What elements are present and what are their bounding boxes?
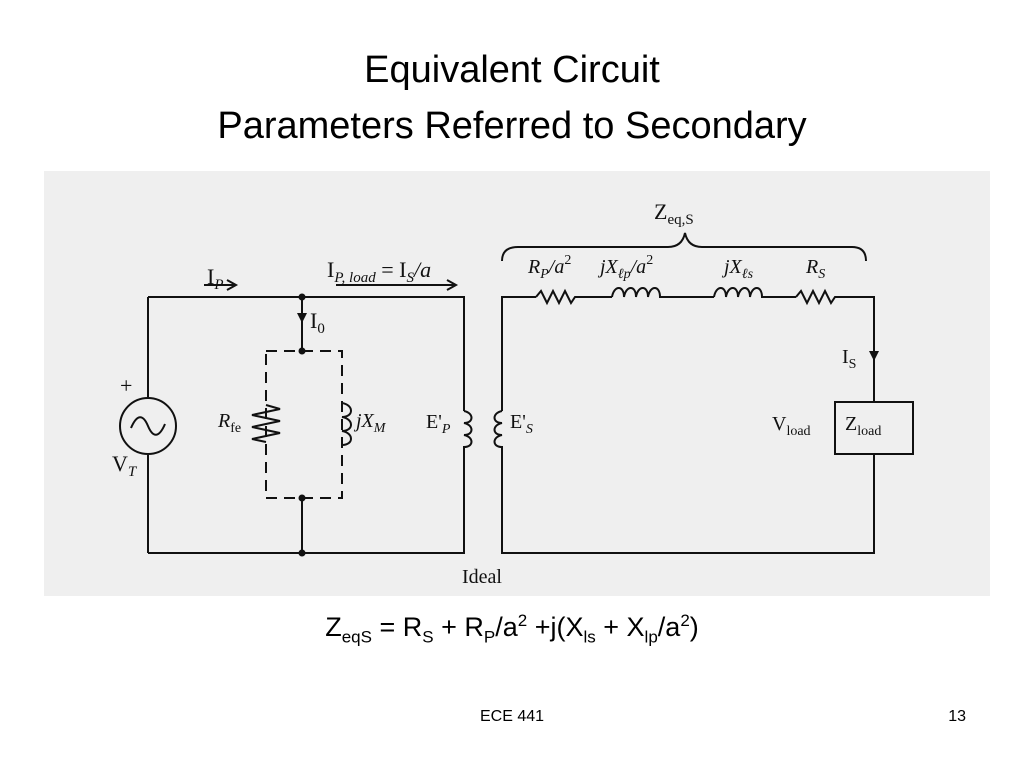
label-zeq-s: Zeq,S xyxy=(654,199,694,228)
label-is: IS xyxy=(842,346,856,372)
footer-course: ECE 441 xyxy=(479,708,545,725)
slide-title-line2: Parameters Referred to Secondary xyxy=(217,105,807,147)
label-es: E'S xyxy=(510,411,533,437)
primary-coil-icon xyxy=(463,410,473,457)
i0-arrow-icon xyxy=(297,313,307,323)
label-zload: Zload xyxy=(845,413,881,439)
jxls-inductor-icon xyxy=(713,287,796,298)
zeq-formula: ZeqS = RS + RP/a2 +j(Xls + Xlp/a2) xyxy=(325,611,699,647)
secondary-left-wire xyxy=(501,296,536,411)
label-vload: Vload xyxy=(772,413,811,439)
jxlp-inductor-icon xyxy=(611,287,714,298)
label-vt: VT xyxy=(112,451,138,480)
rpa2-resistor-icon xyxy=(535,288,612,306)
label-ideal: Ideal xyxy=(462,566,502,588)
label-ip-load: IP, load = IS/a xyxy=(327,257,431,286)
footer-page-number: 13 xyxy=(948,708,966,725)
primary-bottom-wire xyxy=(148,457,465,554)
jxm-inductor-icon xyxy=(341,402,352,446)
rs-resistor-icon xyxy=(795,288,875,402)
slide-title-line1: Equivalent Circuit xyxy=(364,49,660,91)
diagram-background xyxy=(44,171,990,596)
is-arrow-icon xyxy=(869,351,879,361)
magnetizing-branch-dashed-frame xyxy=(265,350,343,499)
label-plus: + xyxy=(120,373,132,398)
secondary-bottom-wire xyxy=(501,454,875,554)
zload-box xyxy=(834,401,914,455)
primary-top-wire xyxy=(148,296,465,411)
label-jxm: jXM xyxy=(353,410,387,436)
ip-arrow-icon xyxy=(204,279,239,291)
label-rp-a2: RP/a2 xyxy=(527,253,571,282)
secondary-coil-icon xyxy=(493,410,503,457)
label-rfe: Rfe xyxy=(217,410,241,436)
label-jxlp-a2: jXℓp/a2 xyxy=(597,253,653,282)
label-rs: RS xyxy=(805,256,825,282)
zeq-brace xyxy=(501,232,867,262)
label-ep: E'P xyxy=(426,411,451,437)
equivalent-circuit-diagram: Zeq,S IP IP, load = IS/a I0 + VT Rfe jXM… xyxy=(44,171,990,596)
ac-source-sine-icon xyxy=(130,416,166,436)
label-jxls: jXℓs xyxy=(721,256,754,282)
label-i0: I0 xyxy=(310,308,325,337)
ip-load-arrow-icon xyxy=(336,279,459,291)
ac-source-circle xyxy=(119,397,177,455)
rfe-resistor-icon xyxy=(251,404,281,443)
